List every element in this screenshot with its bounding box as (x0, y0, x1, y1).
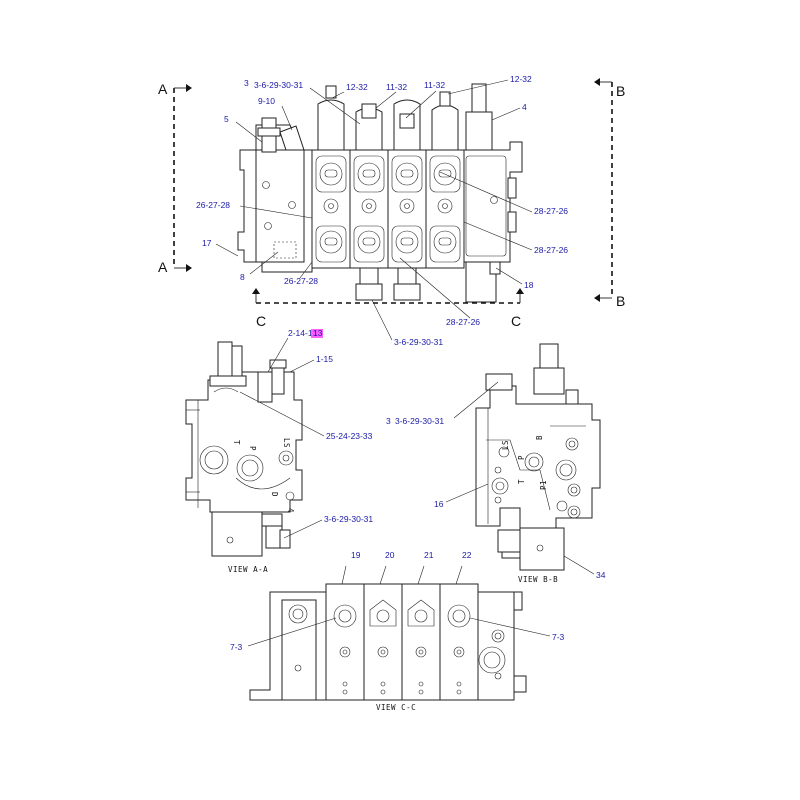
label-25-24-23-33: 25-24-23-33 (326, 431, 373, 441)
caption-view-a-a: VIEW A-A (228, 565, 268, 574)
section-a-top: A (158, 81, 168, 97)
view-c-c-leaders (247, 617, 551, 647)
label-13-overlay: 13 (313, 328, 323, 338)
label-26-27-28-bottom: 26-27-28 (284, 276, 318, 286)
cc-section-21 (401, 583, 441, 701)
label-16: 16 (434, 499, 444, 509)
caption-view-b-b: VIEW B-B (518, 575, 558, 584)
label-19: 19 (351, 550, 361, 560)
label-7-3-left: 7-3 (230, 642, 243, 652)
label-28-27-26-bottom: 28-27-26 (446, 317, 480, 327)
cc-section-19 (325, 583, 365, 701)
label-21: 21 (424, 550, 434, 560)
port-mark-aa-p: P (248, 446, 257, 451)
port-mark-aa-4: 4 (286, 508, 295, 513)
label-3-6-29-30-31-bottom: 3-6-29-30-31 (394, 337, 443, 347)
label-11-32-right: 11-32 (424, 80, 445, 90)
label-1-15: 1-15 (316, 354, 333, 364)
label-34: 34 (596, 570, 606, 580)
view-a-a-drawing (185, 341, 303, 557)
top-view-leaders (215, 79, 533, 341)
view-b-b-drawing (475, 343, 601, 571)
view-c-c-drawing (249, 565, 527, 701)
label-17: 17 (202, 238, 212, 248)
valve-section-1 (311, 85, 351, 269)
port-mark-bb-b: B (535, 435, 544, 440)
label-12-32-left: 12-32 (346, 82, 368, 92)
port-mark-bb-t: T (517, 479, 526, 484)
port-mark-bb-ls: LS (501, 440, 510, 450)
label-3-bb: 3 (386, 416, 391, 426)
cc-section-20 (363, 583, 403, 701)
label-7-3-right: 7-3 (552, 632, 565, 642)
highlight-box (311, 329, 323, 338)
label-12-32-right: 12-32 (510, 74, 532, 84)
valve-section-4 (425, 91, 465, 269)
label-18: 18 (524, 280, 534, 290)
top-view-valve (237, 83, 523, 303)
section-c-left: C (256, 313, 266, 329)
label-3-6-29-30-31-top: 3-6-29-30-31 (254, 80, 303, 90)
label-9-10: 9-10 (258, 96, 275, 106)
port-mark-aa-t: T (232, 440, 241, 445)
port-mark-bb-p: P (517, 455, 526, 460)
port-mark-bb-p1: P1 (539, 480, 548, 490)
label-26-27-28-left: 26-27-28 (196, 200, 230, 210)
label-3-6-29-30-31-bb: 3-6-29-30-31 (395, 416, 444, 426)
port-mark-aa-d: D (270, 492, 279, 497)
section-lines (173, 78, 613, 304)
label-22: 22 (462, 550, 472, 560)
label-28-27-26-upper: 28-27-26 (534, 206, 568, 216)
section-c-right: C (511, 313, 521, 329)
cc-section-22 (439, 583, 479, 701)
section-b-top: B (616, 83, 625, 99)
label-3-6-29-30-31-aa: 3-6-29-30-31 (324, 514, 373, 524)
section-b-bottom: B (616, 293, 625, 309)
label-11-32-left: 11-32 (386, 82, 407, 92)
label-5: 5 (224, 114, 229, 124)
view-b-b-leaders (445, 381, 595, 575)
port-mark-aa-ls: LS (282, 438, 291, 448)
section-a-bottom: A (158, 259, 168, 275)
label-28-27-26-lower: 28-27-26 (534, 245, 568, 255)
view-a-a-leaders (239, 337, 325, 539)
label-3: 3 (244, 78, 249, 88)
label-20: 20 (385, 550, 395, 560)
label-4: 4 (522, 102, 527, 112)
valve-section-2 (349, 103, 389, 301)
label-8: 8 (240, 272, 245, 282)
caption-view-c-c: VIEW C-C (376, 703, 416, 712)
valve-section-3 (387, 99, 427, 301)
